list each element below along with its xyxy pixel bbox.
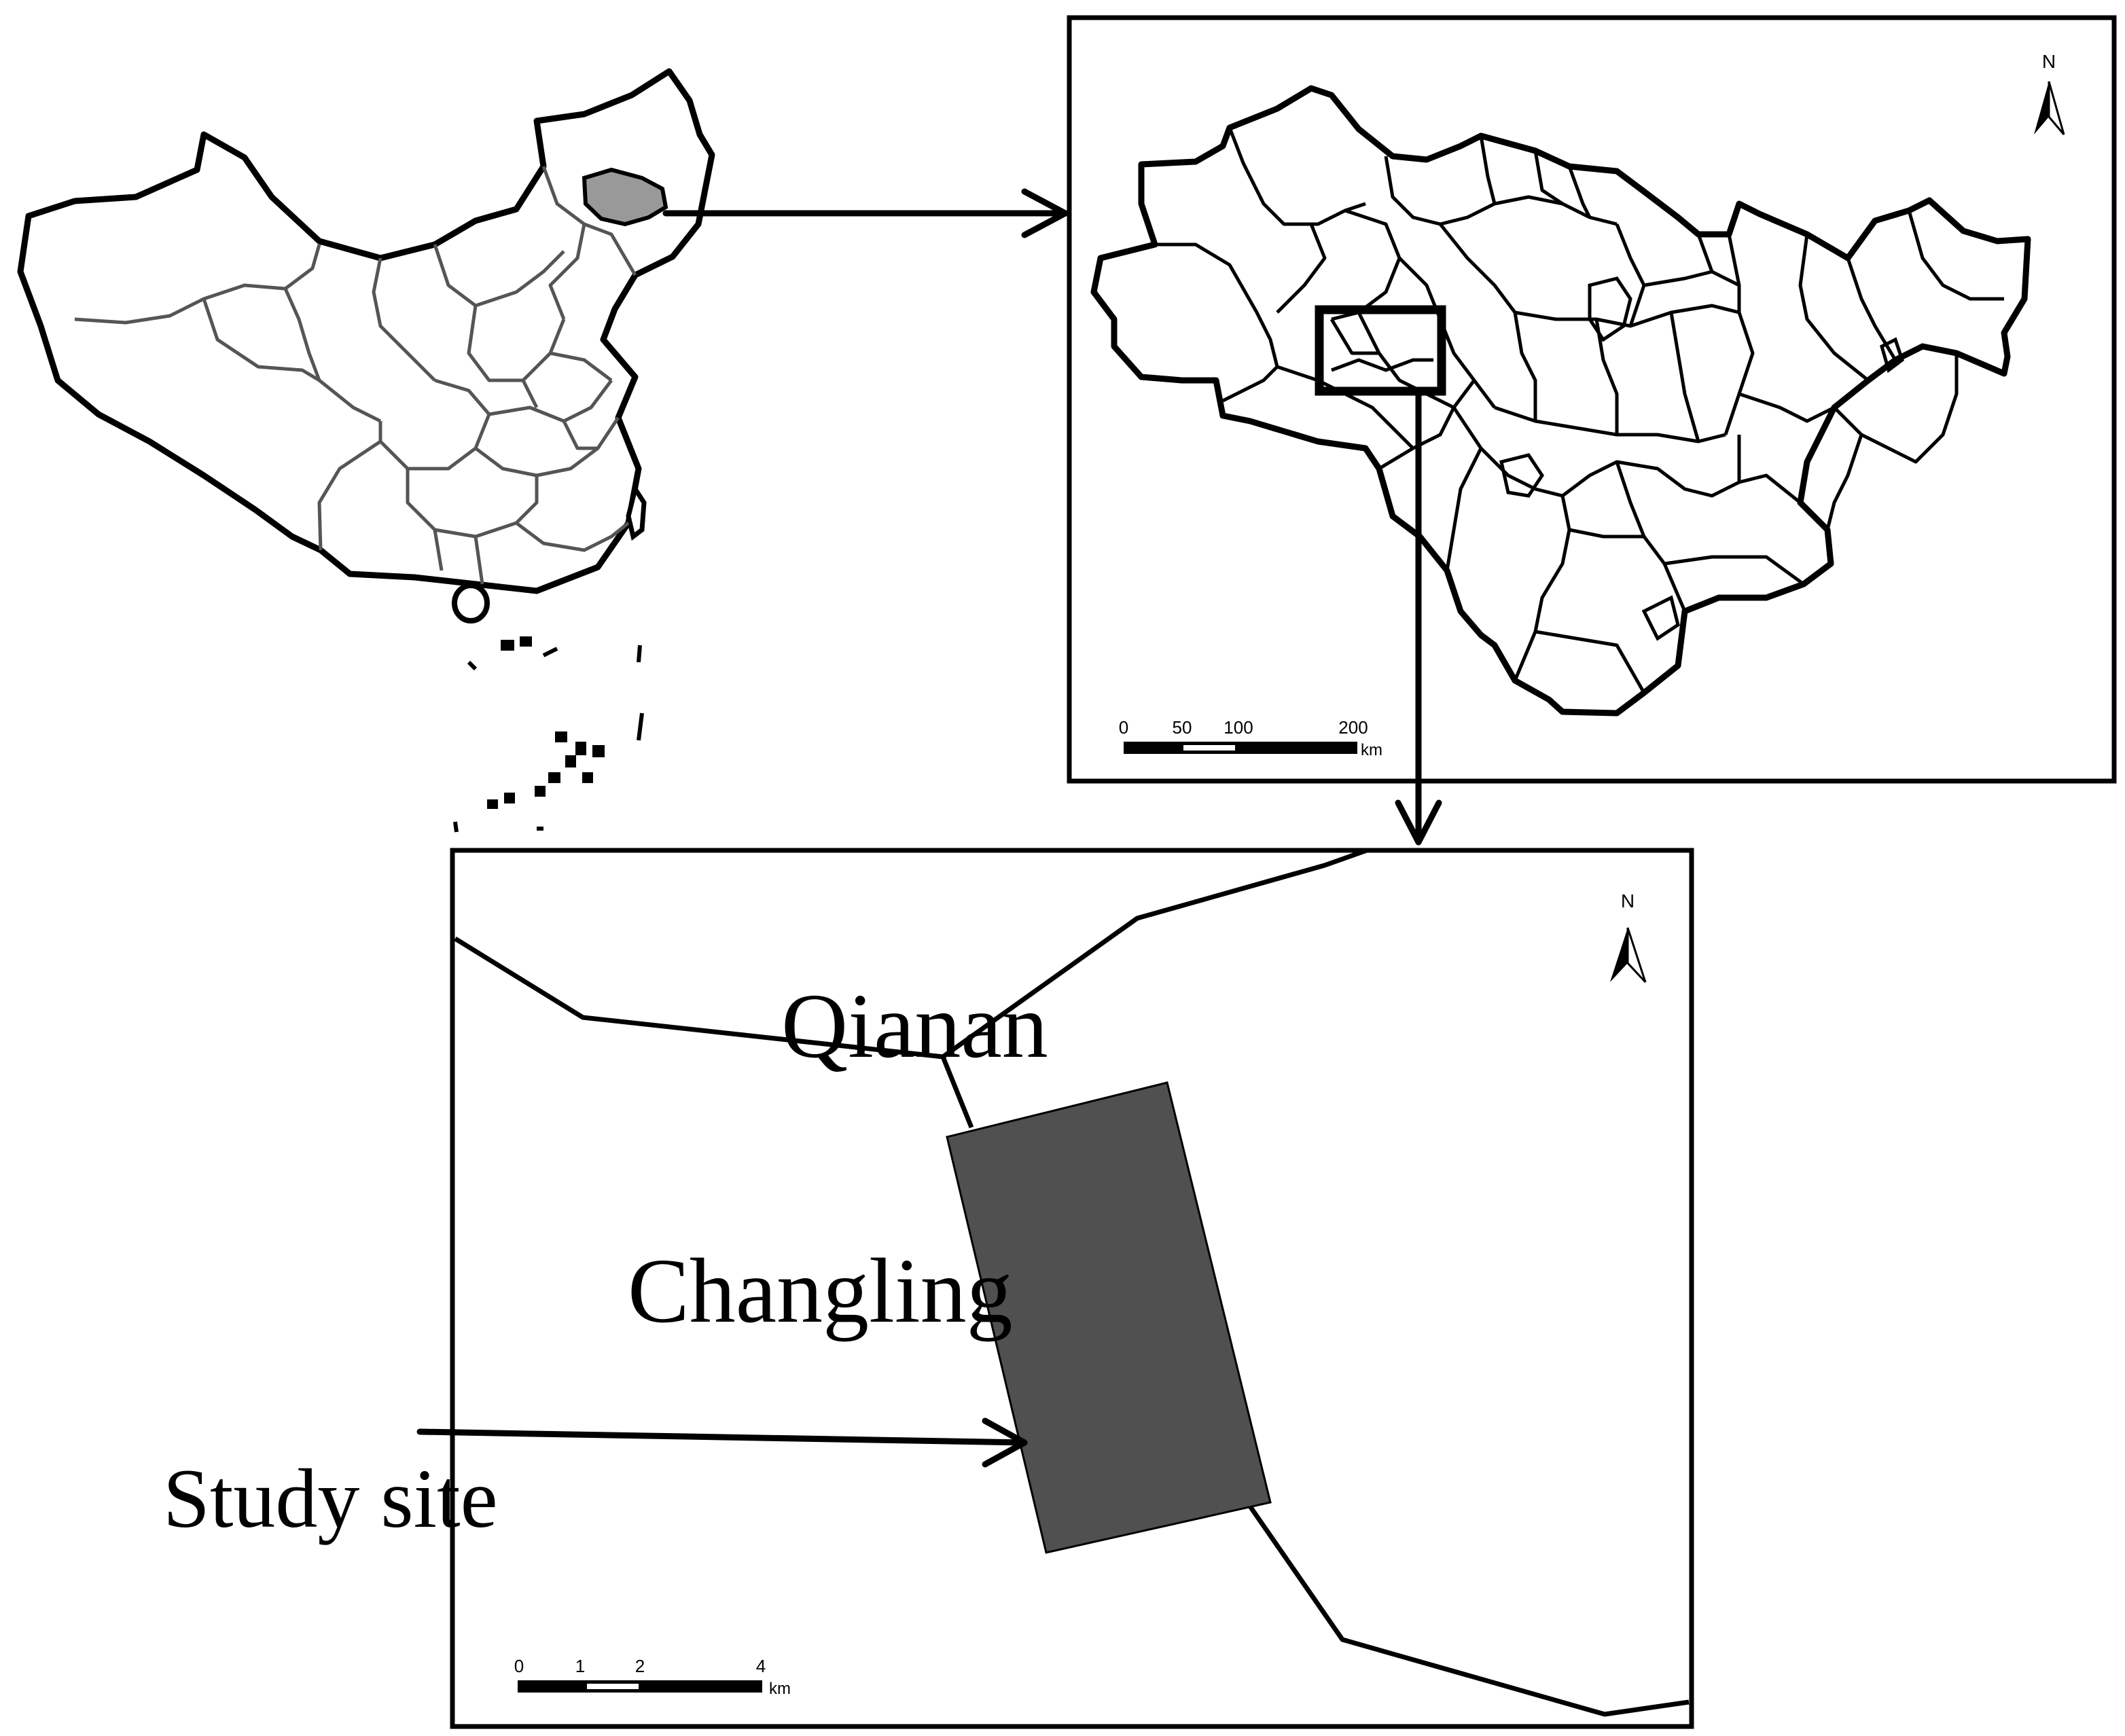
- place-label-qianan: Qianan: [781, 975, 1048, 1077]
- place-label-changling: Changling: [628, 1240, 1013, 1342]
- china-overview-map: [17, 68, 715, 833]
- north-arrow-icon: [2034, 81, 2065, 135]
- study-site-label: Study site: [163, 1452, 498, 1545]
- jilin-county-boundaries: [1155, 127, 2004, 694]
- taiwan-island: [626, 483, 647, 541]
- scale-tick-label: 0: [1119, 717, 1128, 738]
- north-label: N: [2042, 51, 2056, 72]
- arrow-right-icon: [662, 188, 1069, 238]
- scale-tick-label: 4: [756, 1656, 766, 1676]
- scale-tick-label: 2: [635, 1656, 645, 1676]
- regional-map-panel: N 0 50 100 200 km: [1067, 15, 2117, 784]
- arrow-right-icon: [416, 1417, 1028, 1468]
- north-arrow-icon: [1610, 927, 1647, 983]
- china-province-boundaries: [74, 166, 637, 585]
- study-site-area: [946, 1081, 1272, 1554]
- locator-box-boundary: [1331, 358, 1433, 372]
- scale-unit-label: km: [1361, 741, 1382, 759]
- scale-tick-label: 200: [1338, 717, 1368, 738]
- site-scale-bar: 0 1 2 4 km: [514, 1656, 791, 1698]
- scale-tick-label: 1: [575, 1656, 585, 1676]
- jilin-province-highlight: [582, 167, 668, 227]
- site-boundary-lines: [454, 848, 1690, 1717]
- scale-unit-label: km: [769, 1680, 791, 1698]
- scale-tick-label: 50: [1173, 717, 1192, 738]
- jilin-city-enclaves: [1499, 276, 1904, 641]
- hainan-island: [452, 583, 490, 623]
- china-outline: [17, 68, 715, 594]
- south-sea-islands: [453, 636, 644, 833]
- north-label: N: [1621, 890, 1635, 911]
- regional-scale-bar: 0 50 100 200 km: [1119, 717, 1382, 759]
- study-area-locator-box: [1315, 305, 1446, 396]
- arrow-down-icon: [1395, 388, 1442, 846]
- scale-tick-label: 0: [514, 1656, 524, 1676]
- scale-tick-label: 100: [1224, 717, 1253, 738]
- site-map-panel: Qianan Changling N 0 1 2 4 km: [450, 848, 1694, 1729]
